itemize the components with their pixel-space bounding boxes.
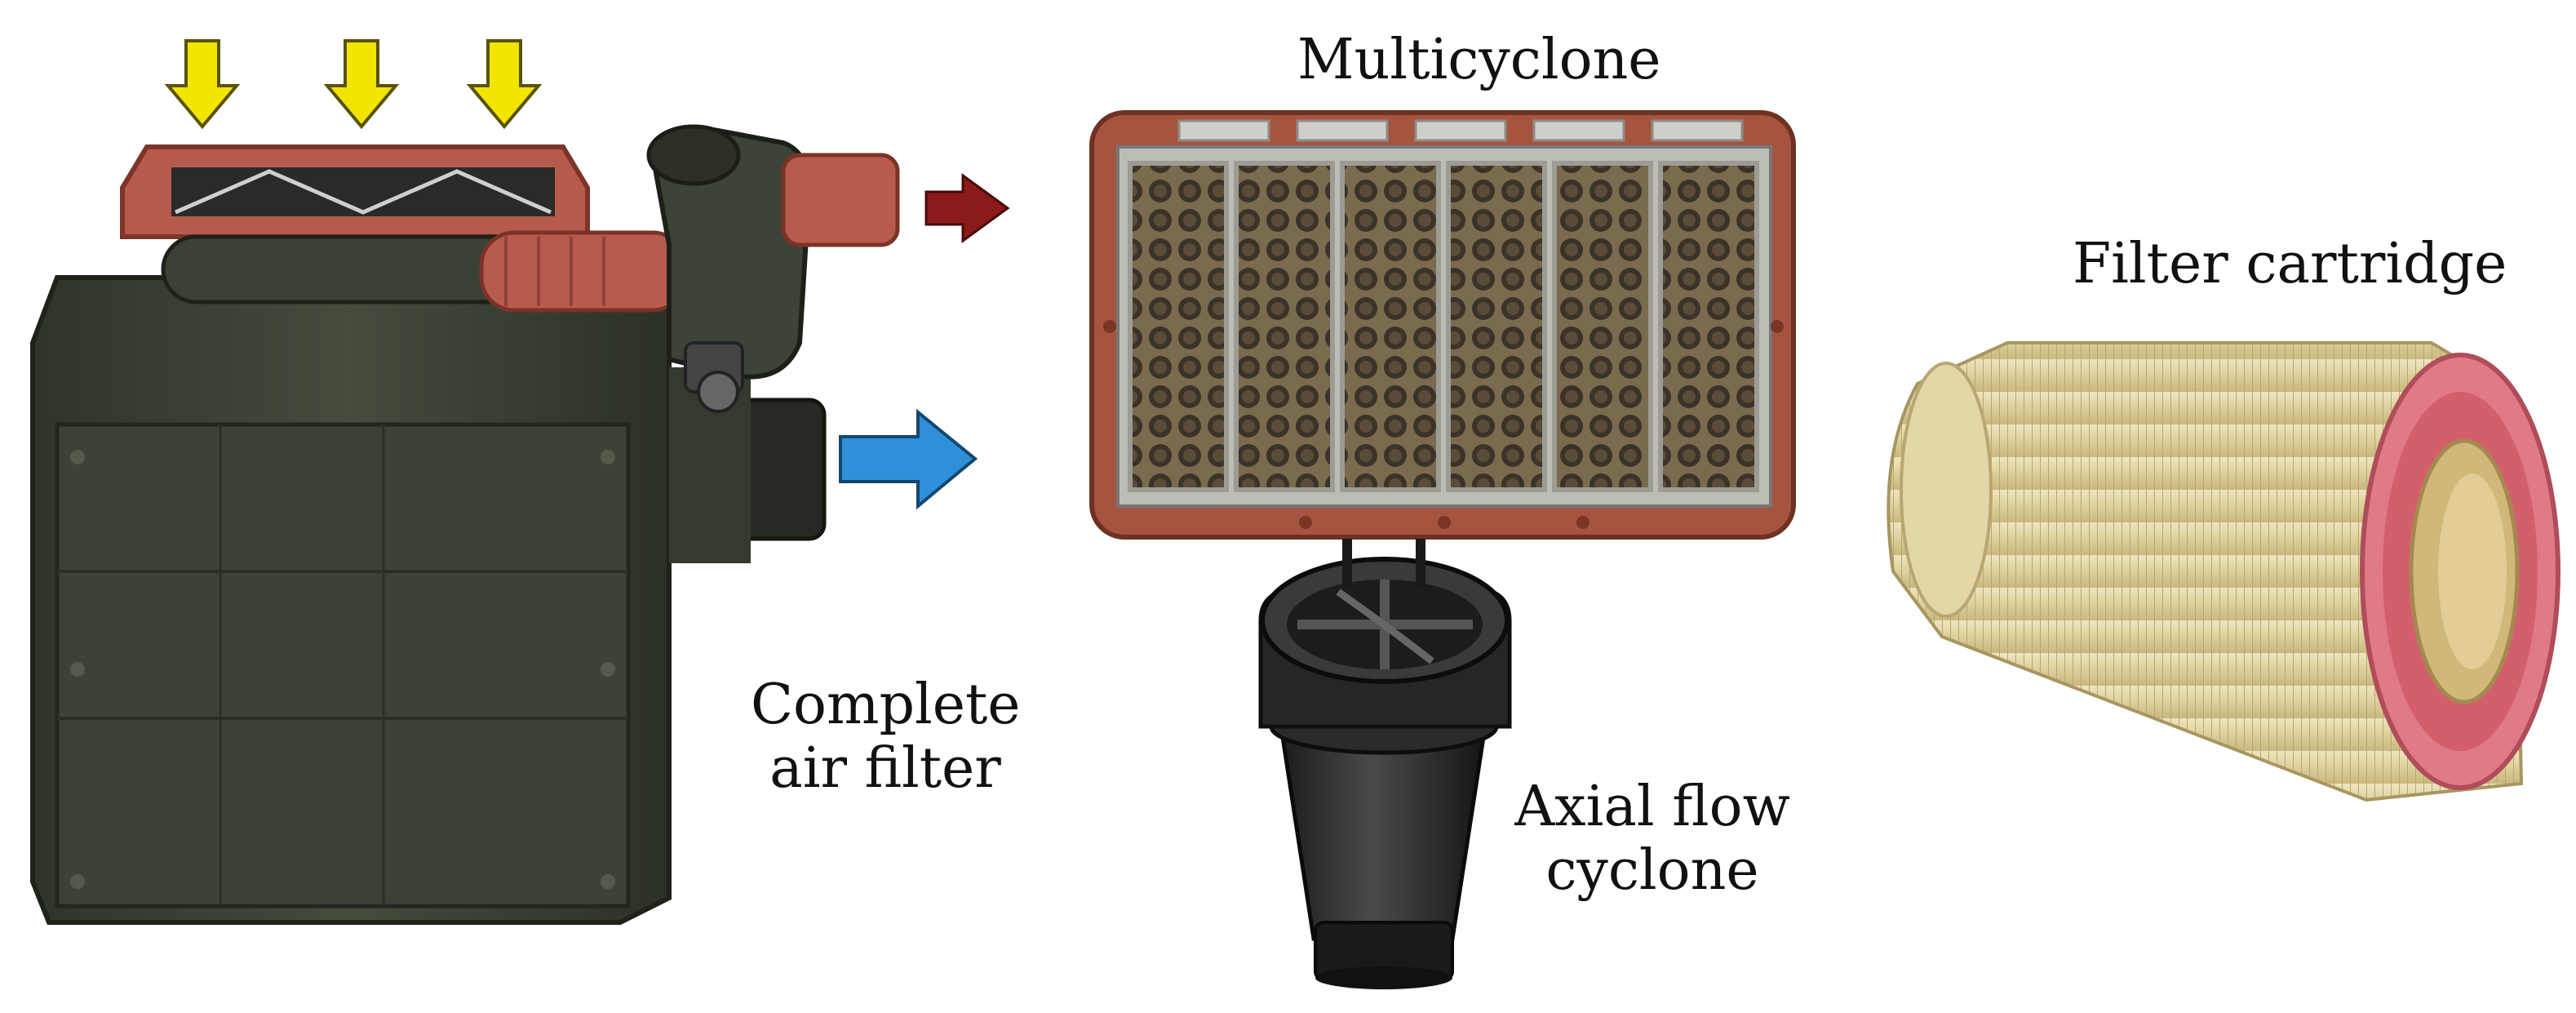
arrow-down-icon [164,39,241,130]
arrow-down-icon [466,39,543,130]
inlet-arrows [164,39,543,130]
label-complete-air-filter: Complete air filter [751,673,1021,802]
label-filter-cartridge: Filter cartridge [2073,232,2507,296]
label-complete-air-filter-line1: Complete [751,673,1021,737]
filter-cartridge-photo [1887,341,2560,802]
label-axial-flow-cyclone: Axial flow cyclone [1505,775,1799,903]
arrow-right-icon [924,173,1010,243]
arrow-right-icon [839,408,978,510]
label-multicyclone: Multicyclone [1297,28,1661,92]
axial-flow-cyclone-photo [1258,539,1512,989]
complete-air-filter-photo [30,124,900,925]
arrow-down-icon [323,39,400,130]
label-axial-flow-cyclone-line2: cyclone [1545,838,1759,904]
label-complete-air-filter-line2: air filter [769,736,1001,802]
label-axial-flow-cyclone-line1: Axial flow [1514,775,1790,839]
multicyclone-photo [1089,110,1796,540]
